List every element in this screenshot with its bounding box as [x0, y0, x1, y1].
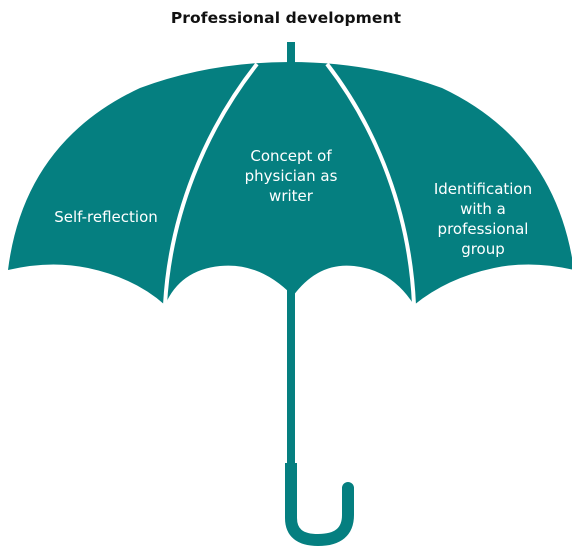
segment-label-line: professional	[437, 220, 529, 238]
segment-label-line: with a	[460, 200, 506, 218]
segment-physician-as-writer-label: Concept of physician as writer	[216, 146, 366, 206]
segment-label-line: writer	[269, 187, 313, 205]
segment-label-line: physician as	[244, 167, 338, 185]
diagram-title: Professional development	[170, 9, 402, 27]
umbrella-handle-hook	[285, 482, 354, 547]
umbrella-shaft	[287, 290, 295, 465]
canopy-rib-right	[325, 62, 416, 306]
segment-label-line: Concept of	[250, 147, 332, 165]
umbrella-tip	[287, 42, 295, 70]
segment-professional-group-label: Identification with a professional group	[408, 179, 558, 259]
umbrella-canopy	[8, 62, 572, 305]
segment-label-line: Identification	[433, 180, 533, 198]
segment-label-line: group	[461, 240, 505, 258]
segment-label-line: Self-reflection	[54, 208, 158, 226]
canopy-rib-left	[163, 62, 259, 306]
segment-self-reflection-label: Self-reflection	[40, 207, 172, 227]
umbrella-grip	[285, 463, 297, 518]
